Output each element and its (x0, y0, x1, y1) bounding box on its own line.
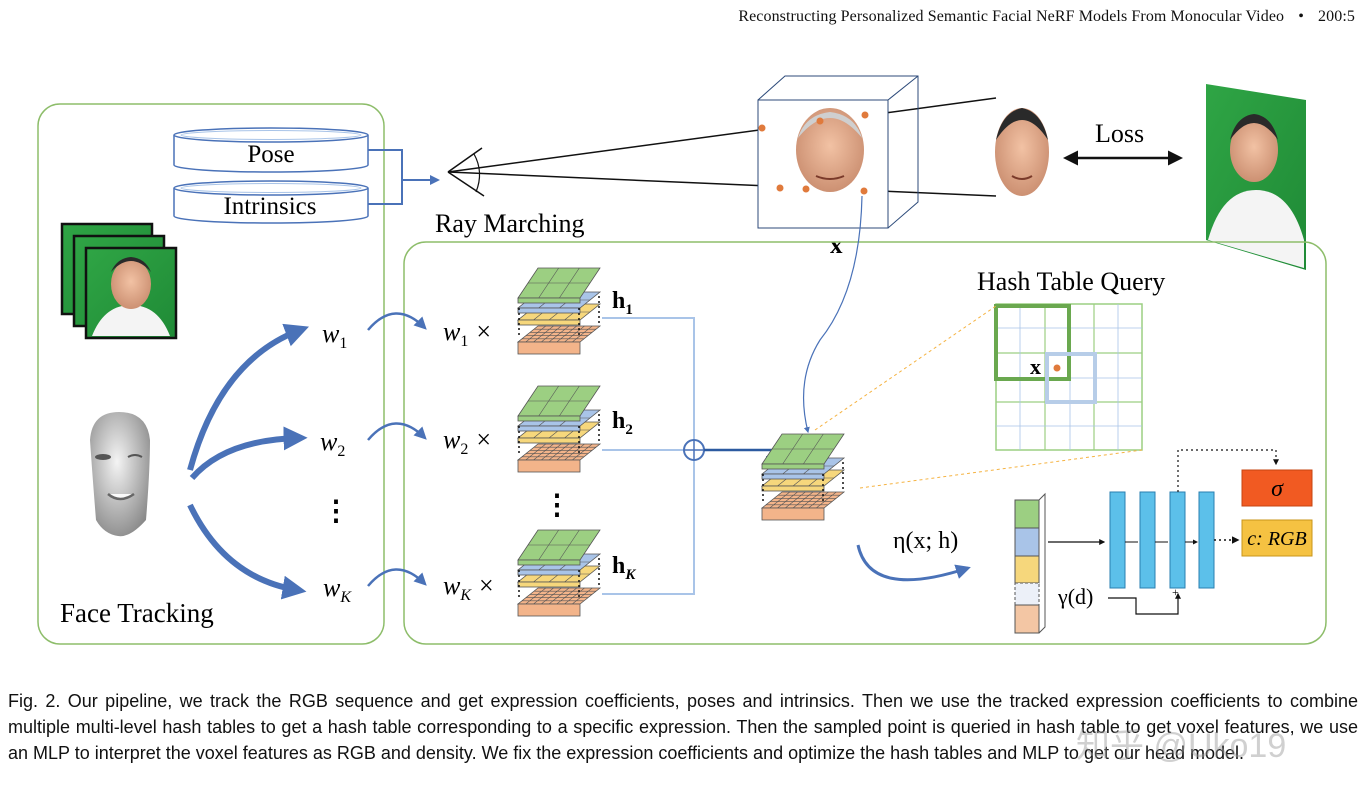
sample-point-arrow (803, 195, 863, 434)
face-mesh-model (90, 412, 150, 537)
rgb-label: c: RGB (1247, 528, 1306, 550)
weight-w2: w2 (320, 427, 345, 460)
hash-table-stacks (516, 267, 602, 617)
weight-wk: wK (323, 573, 352, 606)
running-header: Reconstructing Personalized Semantic Fac… (600, 8, 1355, 26)
arrow-to-w2 (189, 426, 308, 480)
gamma-plus: + (1172, 585, 1179, 599)
mlp-to-sigma-dotted (1177, 449, 1279, 492)
arrow-to-wk (187, 503, 307, 600)
eta-arrow (856, 544, 971, 582)
video-frames-stack (60, 222, 178, 340)
gamma-label: γ(d) (1057, 584, 1093, 609)
hash-table-stack-1 (516, 267, 602, 355)
arrow-w1-to-table (367, 312, 427, 331)
feature-vector (1014, 492, 1046, 634)
query-dashed-bottom (859, 449, 1143, 489)
pipeline-figure: Pose Intrinsics w1 w2 ⋮ wK Face Tracking (37, 75, 1327, 645)
weighted-w2: w2× (443, 425, 491, 458)
arrow-w2-to-table (367, 422, 427, 441)
weight-vdots: ⋮ (322, 496, 350, 527)
hash-table-hk: hK (612, 553, 636, 583)
header-separator: • (1298, 8, 1304, 25)
hash-table-h1: h1 (612, 288, 633, 318)
hash-table-stack-k (516, 529, 602, 617)
intrinsics-database: Intrinsics (173, 180, 369, 224)
sum-node-cross (684, 440, 704, 460)
hash-encoding-panel (403, 241, 1327, 645)
figure-caption: Fig. 2. Our pipeline, we track the RGB s… (8, 691, 1358, 763)
pose-database: Pose (173, 127, 369, 173)
hash-table-stack-2 (516, 385, 602, 473)
ray-marching-label: Ray Marching (435, 209, 584, 238)
weighted-wk: wK× (443, 571, 494, 604)
intrinsics-label: Intrinsics (223, 193, 316, 220)
weight-w1: w1 (322, 319, 347, 352)
rendered-face (995, 108, 1049, 196)
combine-line-k (602, 450, 695, 595)
pose-label: Pose (247, 141, 294, 168)
header-title: Reconstructing Personalized Semantic Fac… (738, 8, 1285, 25)
query-dashed-top (814, 305, 997, 431)
weighted-w1: w1× (443, 317, 491, 350)
arrow-wk-to-table (367, 568, 427, 587)
sigma-label: σ (1271, 476, 1284, 502)
loss-label: Loss (1095, 119, 1144, 148)
ray-top (447, 97, 997, 173)
combined-hash-table-stack (760, 433, 846, 521)
ground-truth-frame (1206, 84, 1306, 270)
rgb-box (1241, 519, 1313, 557)
arrow-to-w1 (187, 323, 309, 471)
camera-icon (447, 147, 485, 197)
hash-table-h2: h2 (612, 408, 633, 438)
gamma-arrow (1108, 592, 1181, 615)
hash-query-grid (994, 303, 1143, 451)
face-tracking-label: Face Tracking (60, 598, 214, 628)
ray-bottom (447, 171, 997, 197)
sigma-box (1241, 469, 1313, 507)
tables-vdots: ⋮ (543, 490, 571, 521)
mlp-layers (1109, 491, 1215, 589)
pose-intrinsics-connector (368, 149, 438, 205)
hash-table-query-label: Hash Table Query (977, 267, 1165, 296)
sample-point-x-label: x (830, 232, 843, 259)
eta-label: η(x; h) (893, 528, 958, 554)
combined-hash-table (760, 433, 846, 521)
header-page-number: 200:5 (1318, 8, 1355, 25)
query-point-x-label: x (1030, 354, 1041, 379)
volume-cube (757, 75, 919, 229)
face-tracking-panel (37, 103, 385, 645)
combine-line-1 (602, 317, 695, 450)
watermark: 知乎 @Uko19 (1076, 727, 1287, 765)
